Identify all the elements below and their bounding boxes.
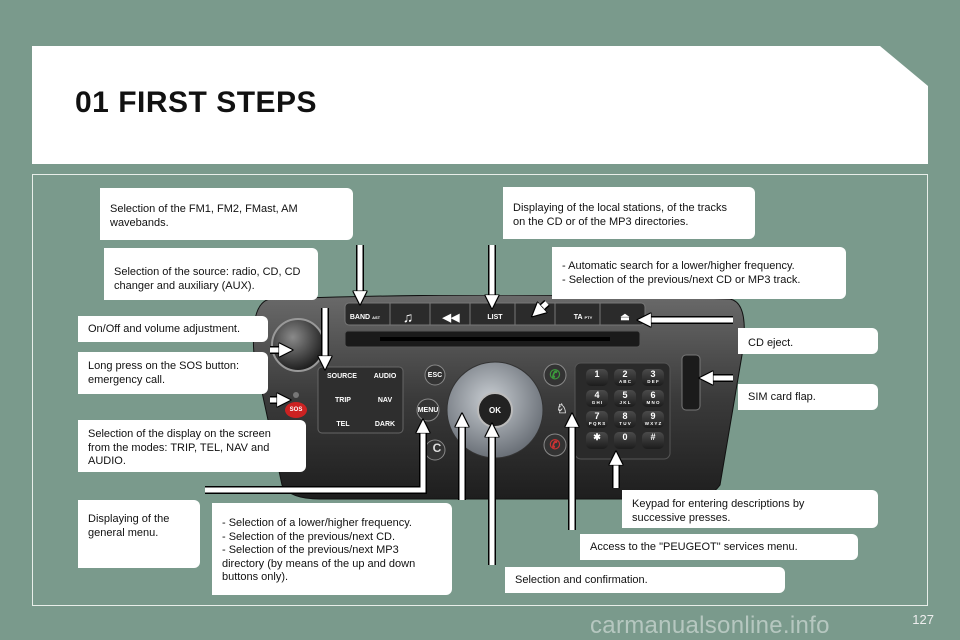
ok-button[interactable]: OK	[489, 405, 501, 415]
key-number: 4	[594, 390, 600, 400]
key-letters: W X Y Z	[644, 421, 662, 426]
callout-display: Selection of the display on the screen f…	[78, 420, 306, 472]
key-letters: J K L	[619, 400, 631, 405]
key-letters: G H I	[591, 400, 603, 405]
key-number: 0	[622, 432, 628, 442]
callout-sos: Long press on the SOS button: emergency …	[78, 352, 268, 394]
callout-onoff: On/Off and volume adjustment.	[78, 316, 268, 342]
callout-search: - Automatic search for a lower/higher fr…	[552, 247, 846, 299]
key-number: #	[650, 432, 656, 442]
keypad-key[interactable]: ✱	[586, 432, 608, 449]
key-number: ✱	[593, 432, 601, 442]
keypad-key[interactable]: 1	[586, 369, 608, 386]
compass-icon[interactable]: C	[432, 441, 442, 455]
content-frame	[32, 174, 928, 606]
keypad-key[interactable]: #	[642, 432, 664, 449]
key-number: 9	[650, 411, 656, 421]
eject-icon[interactable]: ⏏	[620, 311, 630, 323]
trip-button[interactable]: TRIP	[335, 396, 351, 404]
key-letters: A B C	[618, 379, 632, 384]
nav-button[interactable]: NAV	[377, 396, 393, 404]
dark-button[interactable]: DARK	[374, 420, 396, 428]
key-number: 2	[622, 369, 628, 379]
key-number: 6	[650, 390, 656, 400]
callout-list: Displaying of the local stations, of the…	[503, 187, 755, 239]
list-button[interactable]: LIST	[487, 313, 503, 321]
key-number: 7	[594, 411, 600, 421]
callout-menu: Displaying of the general menu.	[78, 500, 200, 568]
esc-button[interactable]: ESC	[427, 371, 443, 379]
callout-eject: CD eject.	[738, 328, 878, 354]
page-number: 127	[912, 612, 934, 627]
call-icon[interactable]: ✆	[549, 367, 561, 382]
tel-button[interactable]: TEL	[336, 420, 350, 428]
key-letters: P Q R S	[588, 421, 606, 426]
callout-ok: Selection and confirmation.	[505, 567, 785, 593]
key-letters: D E F	[647, 379, 659, 384]
key-letters: M N O	[646, 400, 660, 405]
keypad-key[interactable]: 0	[614, 432, 636, 449]
source-button[interactable]: SOURCE	[327, 372, 357, 380]
callout-keypad: Keypad for entering descriptions by succ…	[622, 490, 878, 528]
callout-band: Selection of the FM1, FM2, FMast, AM wav…	[100, 188, 353, 240]
callout-arrows: - Selection of a lower/higher frequency.…	[212, 503, 452, 595]
peugeot-lion-icon[interactable]: ♘	[556, 401, 568, 416]
callout-peugeot: Access to the "PEUGEOT" services menu.	[580, 534, 858, 560]
key-number: 3	[650, 369, 656, 379]
key-letters: T U V	[619, 421, 631, 426]
callout-source: Selection of the source: radio, CD, CD c…	[104, 248, 318, 300]
rewind-icon[interactable]: ◀◀	[442, 311, 460, 324]
watermark: carmanualsonline.info	[590, 612, 830, 639]
audio-button[interactable]: AUDIO	[373, 372, 397, 380]
key-number: 1	[594, 369, 600, 379]
hangup-icon[interactable]: ✆	[549, 437, 561, 452]
menu-button[interactable]: MENU	[417, 406, 439, 414]
key-number: 8	[622, 411, 628, 421]
key-number: 5	[622, 390, 628, 400]
header-panel	[32, 46, 928, 164]
music-note-icon[interactable]: ♫	[402, 309, 414, 325]
callout-sim: SIM card flap.	[738, 384, 878, 410]
page-title: 01 FIRST STEPS	[75, 86, 318, 119]
